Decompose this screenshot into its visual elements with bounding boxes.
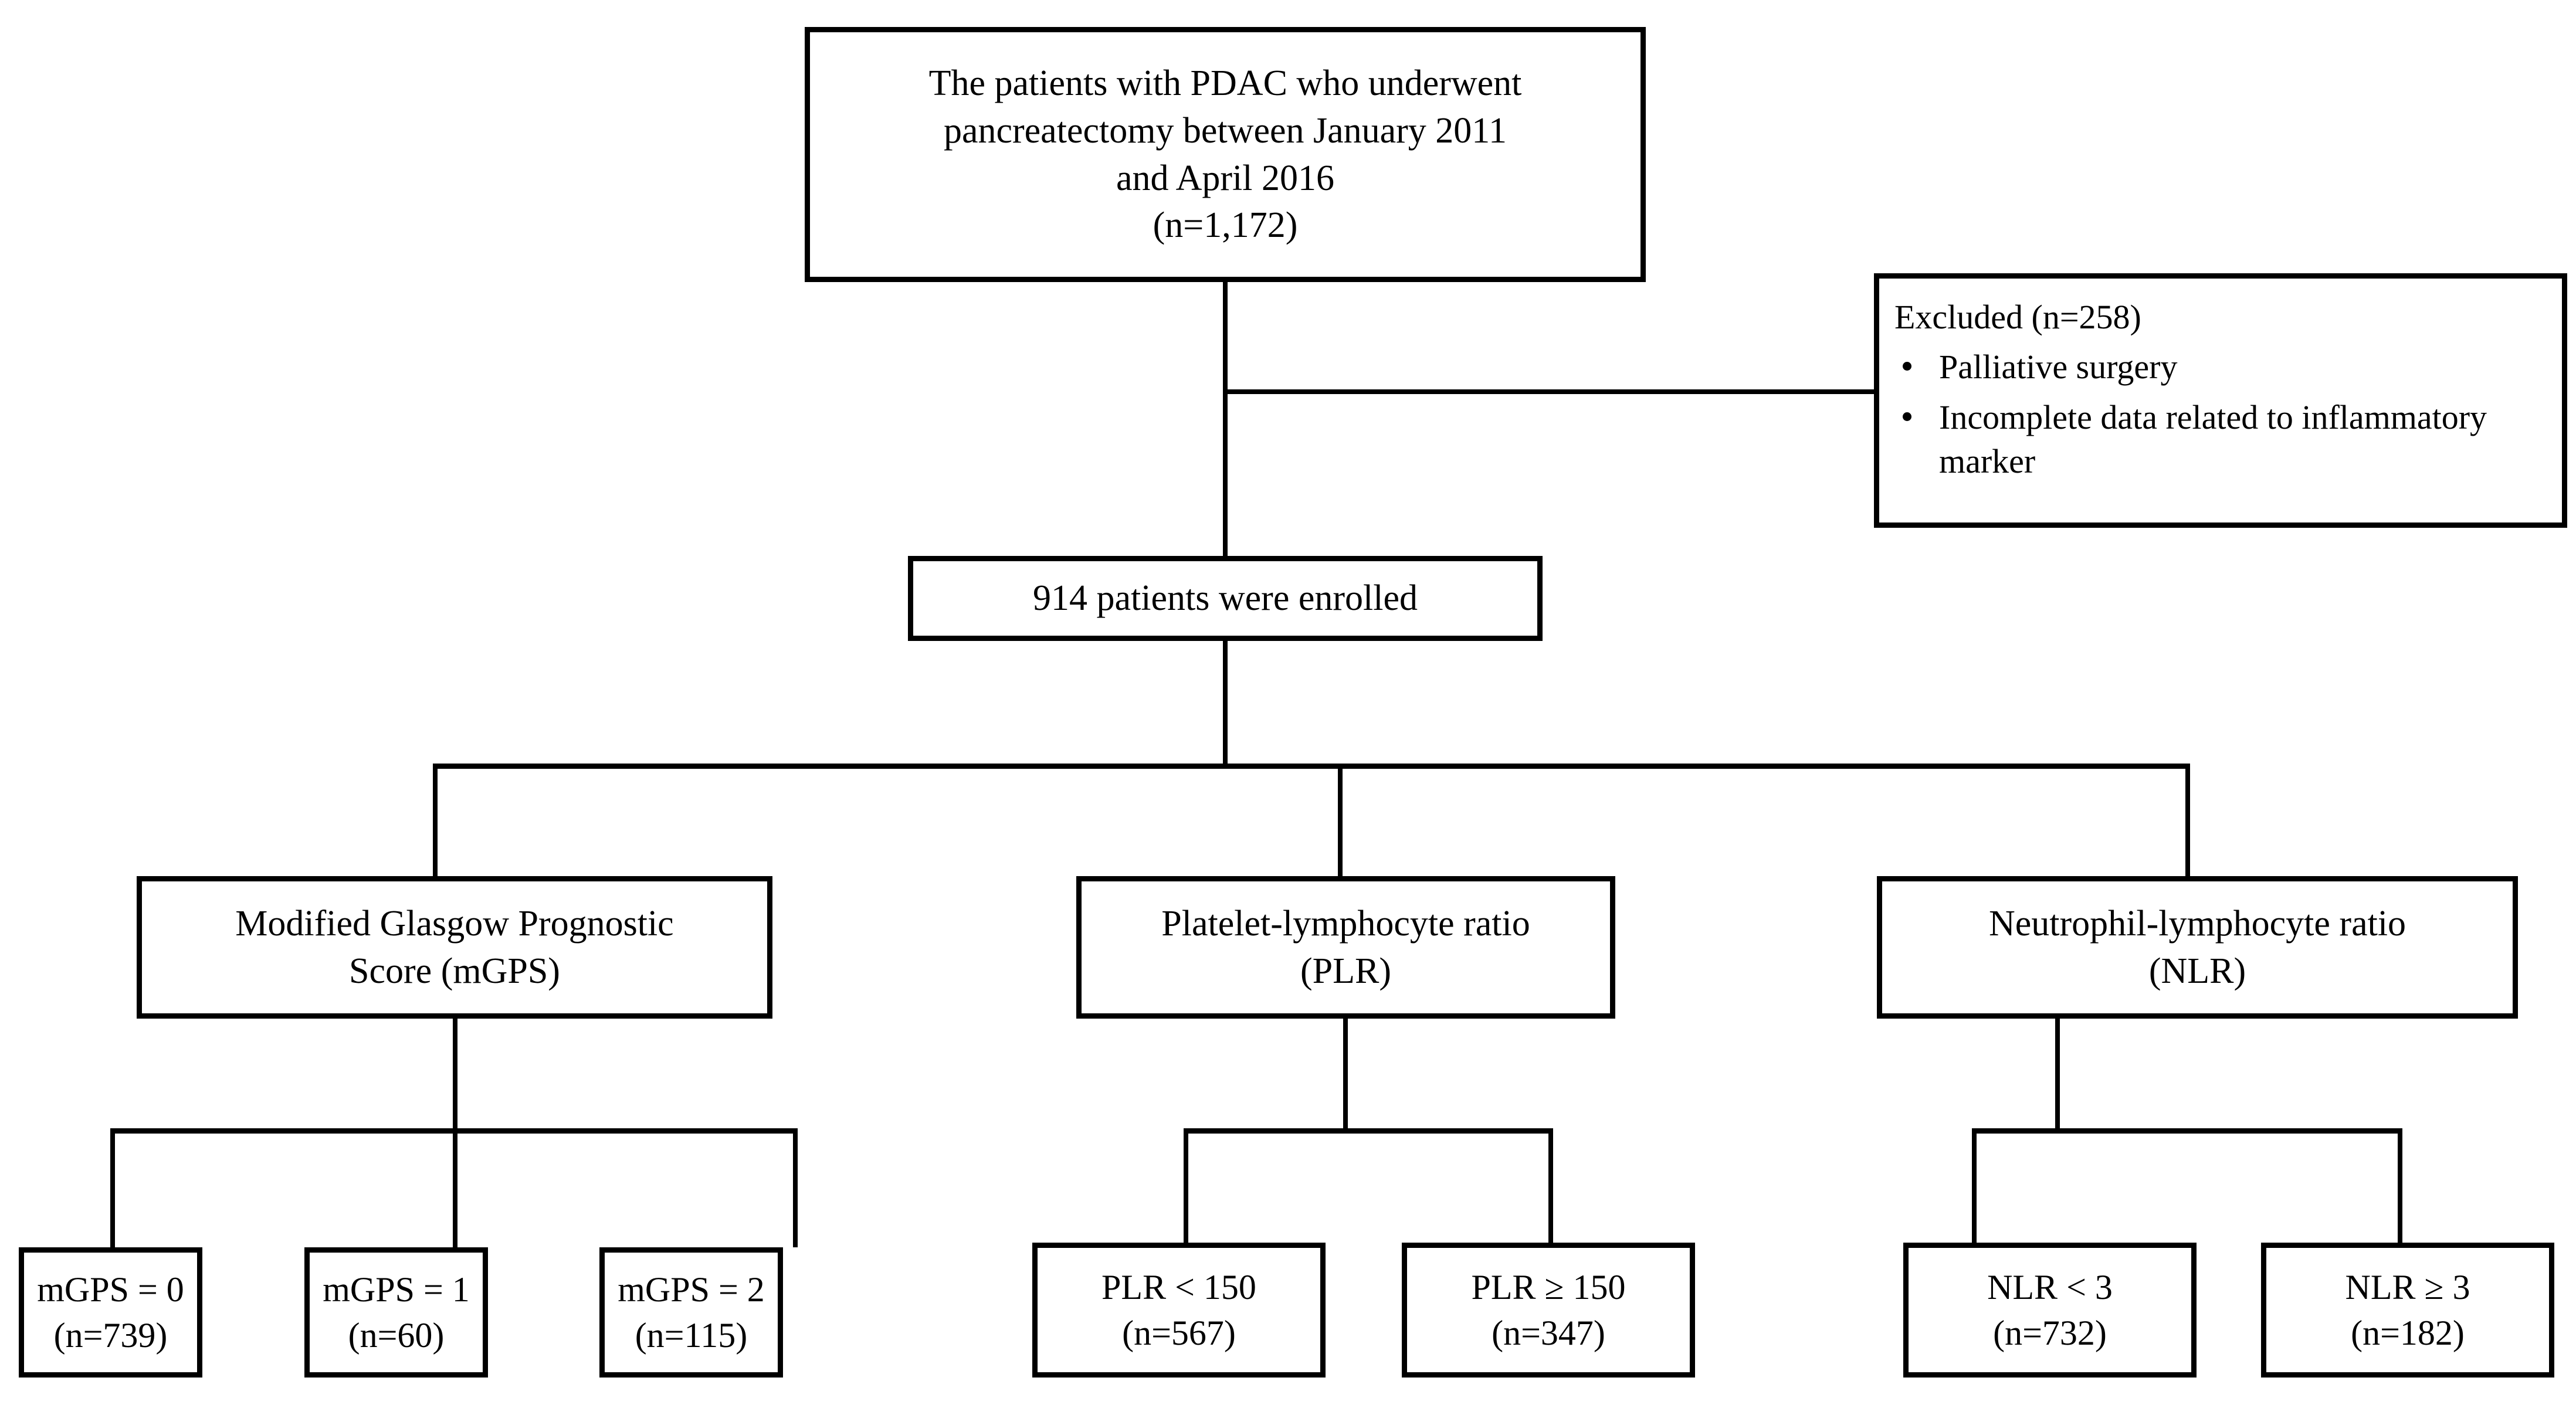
mgps-2-count: (n=115) xyxy=(635,1316,748,1355)
node-excluded: Excluded (n=258) Palliative surgery Inco… xyxy=(1874,273,2567,528)
node-mgps-0: mGPS = 0 (n=739) xyxy=(19,1247,202,1378)
node-nlr-low: NLR < 3 (n=732) xyxy=(1903,1243,2197,1378)
excluded-reason-item: Incomplete data related to inflammatory … xyxy=(1894,395,2576,484)
connector-nlr-bus-to-low xyxy=(1972,1128,1977,1247)
node-plr-low: PLR < 150 (n=567) xyxy=(1032,1243,1326,1378)
connector-source-to-enrolled xyxy=(1223,282,1228,556)
connector-nlr-stem xyxy=(2055,1019,2060,1131)
node-mgps-2: mGPS = 2 (n=115) xyxy=(599,1247,783,1378)
connector-mgps-bus-to-0 xyxy=(110,1128,115,1247)
plr-group-line-2: (PLR) xyxy=(1300,951,1391,991)
mgps-0-label: mGPS = 0 xyxy=(37,1270,184,1309)
nlr-high-count: (n=182) xyxy=(2351,1314,2465,1352)
connector-group-bus xyxy=(433,764,2190,769)
mgps-1-count: (n=60) xyxy=(348,1316,445,1355)
bullet-icon xyxy=(1903,362,1911,371)
excluded-reason-text: Palliative surgery xyxy=(1939,348,2178,386)
excluded-reason-list: Palliative surgery Incomplete data relat… xyxy=(1879,339,2576,483)
node-plr-group: Platelet-lymphocyte ratio (PLR) xyxy=(1076,876,1615,1019)
connector-nlr-bus-to-high xyxy=(2398,1128,2402,1247)
node-mgps-group: Modified Glasgow Prognostic Score (mGPS) xyxy=(137,876,772,1019)
source-cohort-line-3: and April 2016 xyxy=(1116,158,1334,198)
nlr-group-line-2: (NLR) xyxy=(2148,951,2246,991)
source-cohort-count: (n=1,172) xyxy=(1153,205,1298,246)
source-cohort-line-2: pancreatectomy between January 2011 xyxy=(943,110,1507,151)
source-cohort-line-1: The patients with PDAC who underwent xyxy=(928,63,1522,104)
excluded-heading: Excluded (n=258) xyxy=(1894,298,2141,336)
enrolled-label: 914 patients were enrolled xyxy=(1033,578,1418,619)
connector-plr-stem xyxy=(1343,1019,1348,1131)
mgps-2-label: mGPS = 2 xyxy=(618,1270,765,1309)
connector-enrolled-to-groupbus xyxy=(1223,641,1228,768)
nlr-low-count: (n=732) xyxy=(1993,1314,2107,1352)
nlr-low-label: NLR < 3 xyxy=(1987,1268,2113,1307)
mgps-1-label: mGPS = 1 xyxy=(323,1270,470,1309)
node-nlr-high: NLR ≥ 3 (n=182) xyxy=(2261,1243,2554,1378)
connector-bus-to-nlr xyxy=(2185,764,2190,878)
nlr-high-label: NLR ≥ 3 xyxy=(2345,1268,2470,1307)
mgps-group-line-1: Modified Glasgow Prognostic xyxy=(235,903,674,944)
connector-mgps-stem xyxy=(453,1019,457,1131)
node-enrolled: 914 patients were enrolled xyxy=(908,556,1543,641)
excluded-reason-item: Palliative surgery xyxy=(1894,345,2576,389)
mgps-group-line-2: Score (mGPS) xyxy=(349,951,560,991)
excluded-reason-text: Incomplete data related to inflammatory … xyxy=(1939,398,2487,481)
plr-high-label: PLR ≥ 150 xyxy=(1471,1268,1626,1307)
node-plr-high: PLR ≥ 150 (n=347) xyxy=(1402,1243,1695,1378)
bullet-icon xyxy=(1903,412,1911,421)
connector-nlr-bus xyxy=(1972,1128,2402,1134)
plr-high-count: (n=347) xyxy=(1492,1314,1605,1352)
connector-to-excluded xyxy=(1223,389,1875,394)
connector-mgps-bus-to-2 xyxy=(793,1128,798,1247)
connector-plr-bus xyxy=(1184,1128,1553,1134)
mgps-0-count: (n=739) xyxy=(53,1316,168,1355)
node-nlr-group: Neutrophil-lymphocyte ratio (NLR) xyxy=(1877,876,2518,1019)
nlr-group-line-1: Neutrophil-lymphocyte ratio xyxy=(1988,903,2406,944)
connector-plr-bus-to-low xyxy=(1184,1128,1188,1247)
connector-bus-to-mgps xyxy=(433,764,438,878)
connector-mgps-bus-to-1 xyxy=(453,1128,457,1247)
node-source-cohort: The patients with PDAC who underwent pan… xyxy=(805,27,1646,282)
node-mgps-1: mGPS = 1 (n=60) xyxy=(304,1247,488,1378)
plr-group-line-1: Platelet-lymphocyte ratio xyxy=(1161,903,1530,944)
connector-bus-to-plr xyxy=(1338,764,1343,878)
plr-low-label: PLR < 150 xyxy=(1101,1268,1256,1307)
connector-plr-bus-to-high xyxy=(1548,1128,1553,1247)
plr-low-count: (n=567) xyxy=(1122,1314,1236,1352)
